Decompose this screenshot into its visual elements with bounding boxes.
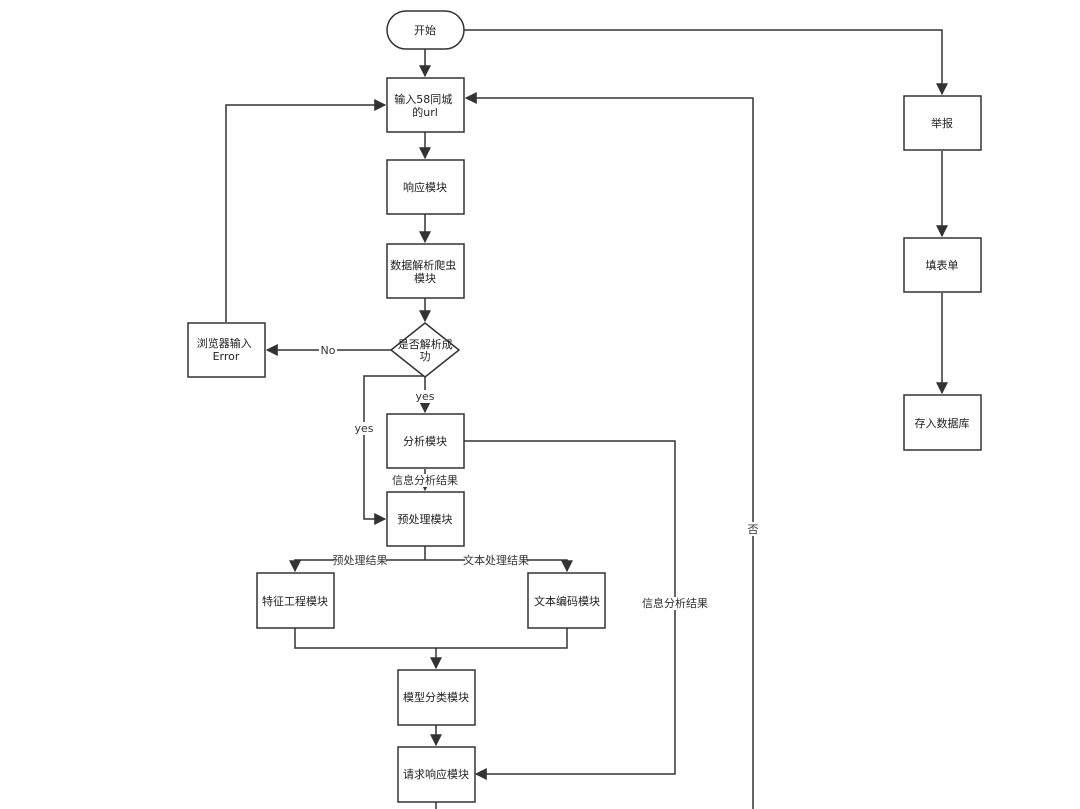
edge-label-yes-down: yes [415, 390, 434, 403]
node-parser-label: 数据解析爬虫 模块 [390, 258, 460, 285]
node-labels: 开始 输入58同城 的url 响应模块 数据解析爬虫 模块 是否解析成 功 浏览… [197, 23, 970, 781]
node-response-label: 响应模块 [403, 180, 447, 194]
connectors [225, 29, 948, 809]
edge-label-pre-result: 预处理结果 [333, 554, 388, 567]
edge-label-info-result-1: 信息分析结果 [392, 473, 458, 487]
node-preprocess [386, 491, 465, 547]
edge-label-info-result-2: 信息分析结果 [642, 596, 708, 610]
node-analysis-label: 分析模块 [403, 434, 447, 448]
edge-label-no: No [321, 344, 336, 357]
node-input-url-label: 输入58同城 的url [394, 92, 456, 119]
node-browser-error [187, 322, 266, 378]
node-decision [389, 322, 461, 378]
edge-error-to-input [225, 99, 387, 322]
node-feature [256, 572, 335, 629]
edge-feature-merge [294, 628, 568, 649]
node-form-label: 填表单 [926, 258, 959, 272]
node-start-label: 开始 [414, 23, 436, 37]
node-request-response-label: 请求响应模块 [403, 767, 469, 781]
edge-label-no-cn: 否 [748, 523, 759, 536]
node-report-label: 举报 [931, 116, 953, 130]
shapes [187, 10, 982, 803]
node-browser-error-label: 浏览器输入 Error [197, 336, 256, 363]
edge-labels: No yes yes 信息分析结果 预处理结果 文本处理结果 信息分析结果 否 [321, 344, 759, 610]
edge-start-to-report [464, 29, 948, 96]
node-parser [386, 243, 465, 299]
node-decision-label: 是否解析成 功 [398, 337, 457, 363]
node-preprocess-label: 预处理模块 [398, 513, 453, 526]
edge-decision-yes-left [363, 375, 425, 525]
node-response [386, 159, 465, 215]
edge-label-backgrounds [319, 343, 760, 610]
node-report [903, 95, 982, 151]
node-database [903, 394, 982, 451]
edge-label-yes-left: yes [354, 422, 373, 435]
node-request-response [397, 746, 476, 803]
node-input-url [386, 77, 465, 133]
node-start [386, 10, 465, 50]
node-model-label: 模型分类模块 [403, 690, 469, 704]
edge-label-text-result: 文本处理结果 [463, 553, 529, 567]
node-form [903, 237, 982, 293]
node-text-encode [527, 572, 606, 629]
edge-no-loop-to-input [464, 92, 754, 809]
node-text-encode-label: 文本编码模块 [534, 594, 600, 608]
node-analysis [386, 413, 465, 469]
node-model [397, 669, 476, 726]
node-feature-label: 特征工程模块 [262, 594, 328, 608]
node-database-label: 存入数据库 [915, 416, 970, 430]
